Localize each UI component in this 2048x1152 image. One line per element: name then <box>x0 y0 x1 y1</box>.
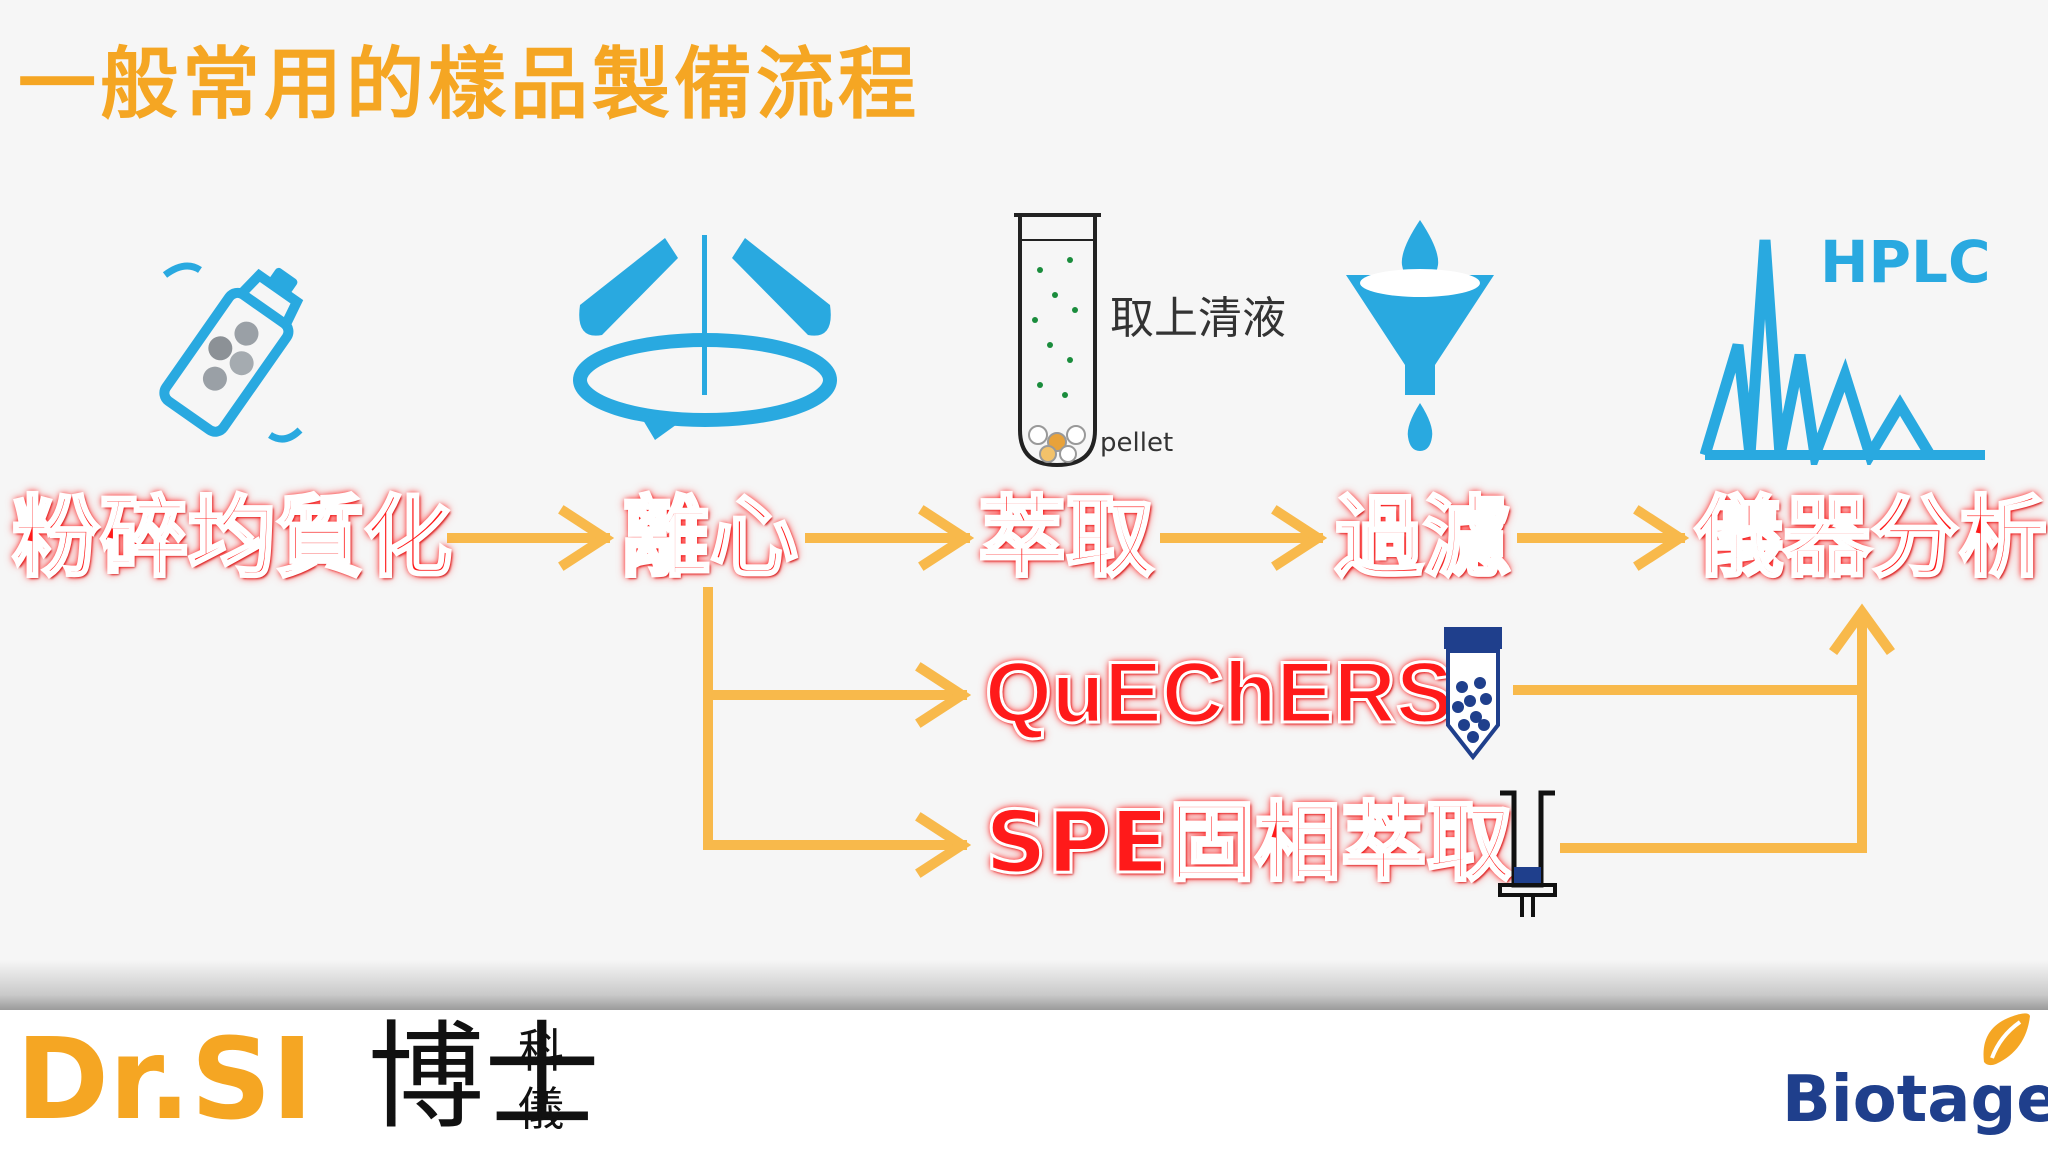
hplc-label: HPLC <box>1820 228 1991 296</box>
step-centrifuge: 離心 <box>620 486 799 589</box>
biotage-logo-text: Biotage <box>1782 1063 2048 1137</box>
quechers-tube-icon <box>1444 627 1502 760</box>
footer <box>0 1010 2048 1152</box>
pellet-label: pellet <box>1100 428 1174 458</box>
biotage-leaf-icon <box>1983 1013 2030 1066</box>
footer-divider <box>0 960 2048 1010</box>
step-spe: SPE固相萃取 <box>984 793 1515 893</box>
spe-cartridge-icon <box>1498 790 1557 917</box>
step-filter: 過濾 <box>1333 486 1512 589</box>
filter-funnel-icon <box>1346 220 1494 451</box>
drsi-logo-text: Dr.SI <box>16 1015 314 1145</box>
hplc-chromatogram-icon <box>1700 239 1985 465</box>
centrifuge-icon <box>573 235 837 440</box>
logo-yi: 儀 <box>518 1082 564 1136</box>
step-analysis: 儀器分析 <box>1693 486 2048 589</box>
page-title: 一般常用的樣品製備流程 <box>18 40 921 130</box>
test-tube-icon <box>1014 213 1101 468</box>
supernatant-label: 取上清液 <box>1110 293 1286 344</box>
step-homogenize: 粉碎均質化 <box>10 486 453 589</box>
shaker-icon <box>159 262 304 443</box>
logo-ke: 科 <box>518 1024 564 1078</box>
boshi-logo-text: 博士 <box>368 1010 600 1145</box>
arrow-spe-to-analysis <box>1560 613 1867 853</box>
step-quechers: QuEChERS <box>983 645 1454 741</box>
step-extract: 萃取 <box>976 486 1155 589</box>
